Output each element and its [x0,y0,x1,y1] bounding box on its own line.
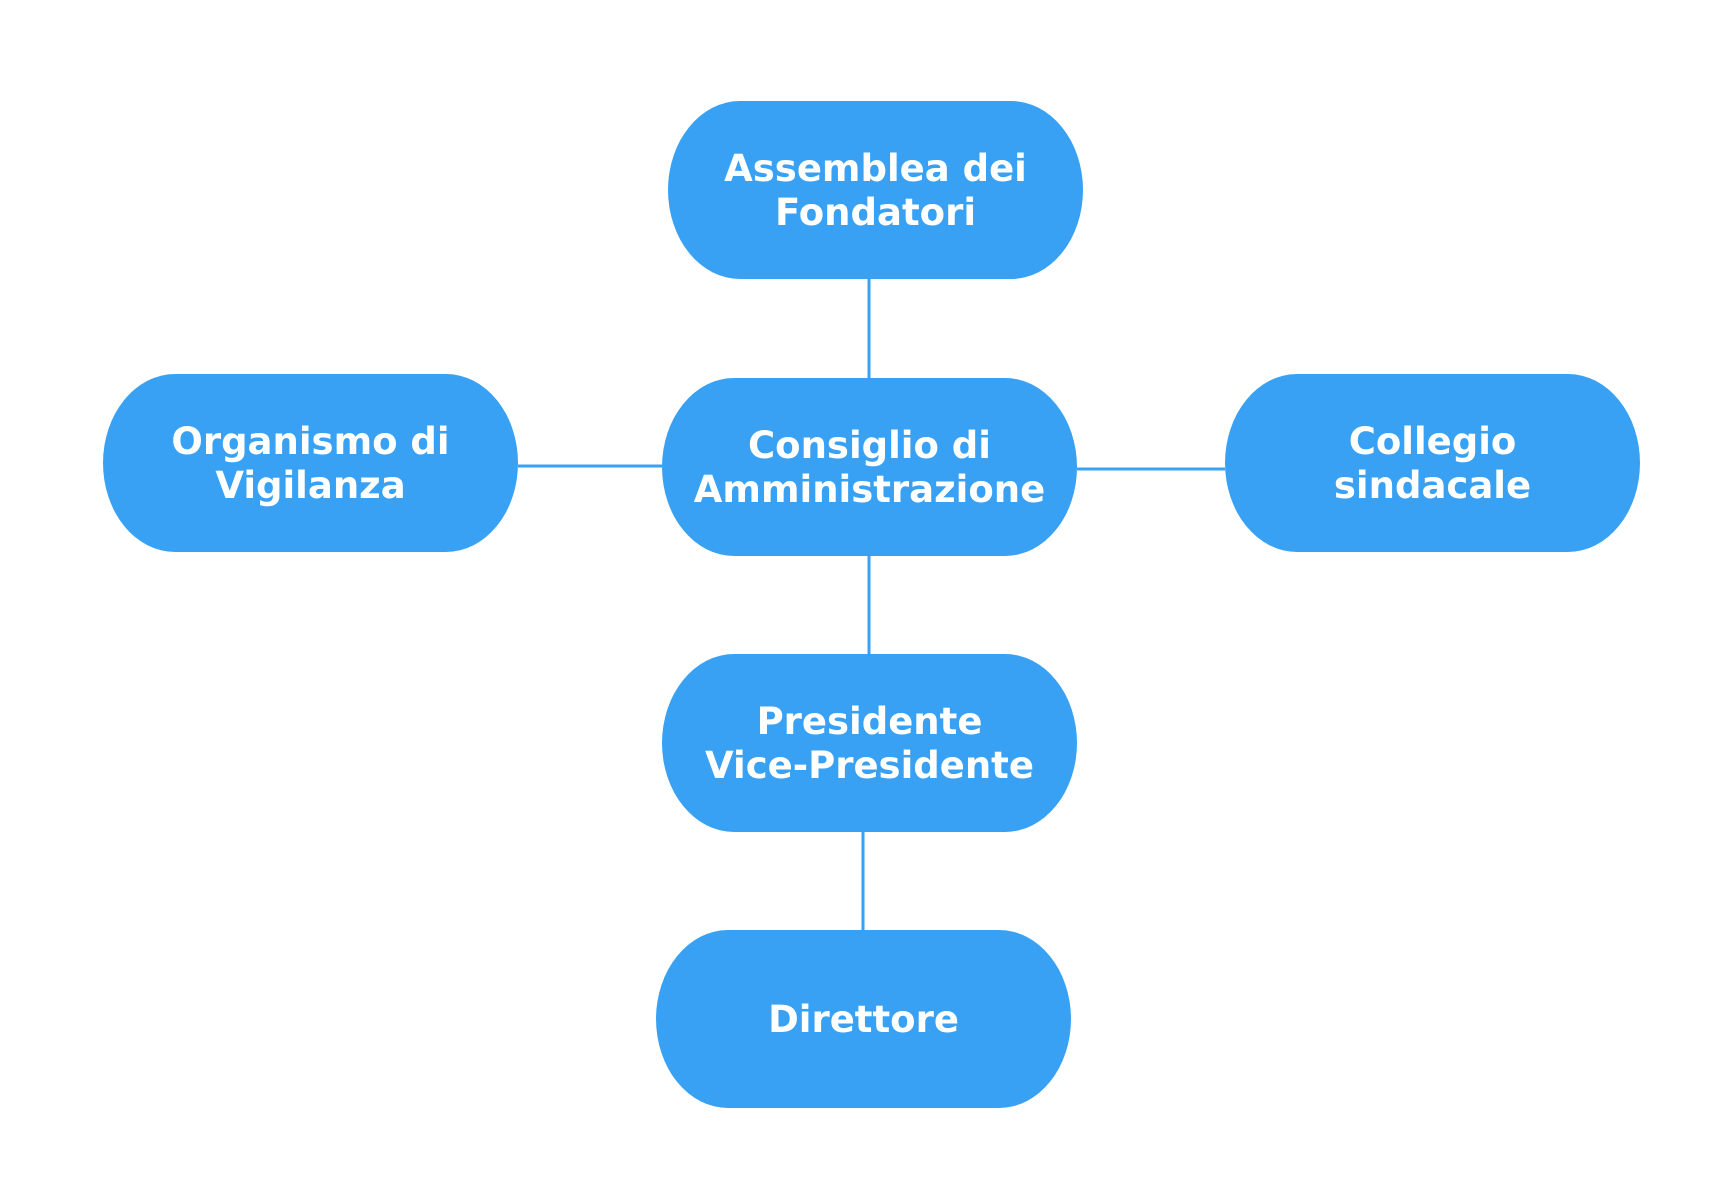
node-label-assemblea-line-2: Fondatori [775,191,976,234]
node-label-collegio-line-1: Collegio [1349,420,1517,463]
node-box-direttore [656,930,1071,1108]
node-label-presidente-line-1: Presidente [757,700,983,743]
node-label-consiglio-line-1: Consiglio di [748,424,991,467]
node-label-organismo-line-1: Organismo di [171,420,449,463]
connectors [518,279,1225,930]
node-label-organismo-line-2: Vigilanza [215,464,405,507]
node-label-presidente-line-2: Vice-Presidente [705,744,1034,787]
node-label-collegio-line-2: sindacale [1334,464,1531,507]
node-label-direttore-line-1: Direttore [768,998,959,1041]
node-box-collegio [1225,374,1640,552]
node-label-assemblea-line-1: Assemblea dei [724,147,1027,190]
node-box-organismo [103,374,518,552]
node-box-presidente [662,654,1077,832]
node-label-consiglio-line-2: Amministrazione [694,468,1045,511]
node-box-assemblea [668,101,1083,279]
node-box-consiglio [662,378,1077,556]
node-direttore: Direttore [656,930,1071,1108]
